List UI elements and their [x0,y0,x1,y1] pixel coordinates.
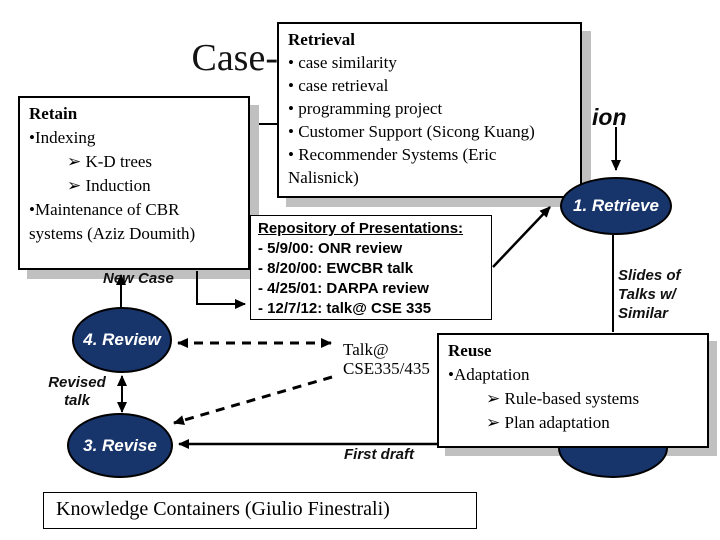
retain-box: Retain •Indexing ➢ K-D trees ➢ Induction… [18,96,250,270]
talk-at-cse-label: Talk@ CSE335/435 [343,340,430,378]
knowledge-containers-box: Knowledge Containers (Giulio Finestrali) [43,492,477,529]
repository-line-ewcbr: - 8/20/00: EWCBR talk [258,260,414,277]
review-ellipse-label: 4. Review [83,330,161,349]
revised-talk-label: Revised talk [48,374,106,409]
retrieve-ellipse: 1. Retrieve [560,177,672,235]
retrieval-line-customer-support: • Customer Support (Sicong Kuang) [288,122,535,141]
retain-heading: Retain [29,104,78,123]
repository-box: Repository of Presentations: - 5/9/00: O… [250,215,492,320]
new-case-label: New Case [103,270,174,287]
overlapped-text-fragment: ion [592,104,627,130]
retain-line-indexing: •Indexing [29,128,96,147]
repository-line-darpa: - 4/25/01: DARPA review [258,280,429,297]
retrieval-line-retrieval: • case retrieval [288,76,389,95]
retain-line-maintenance: •Maintenance of CBR systems (Aziz Doumit… [29,200,196,243]
first-draft-label: First draft [344,446,415,463]
revise-ellipse: 3. Revise [67,413,173,478]
reuse-line-rulebased: ➢ Rule-based systems [486,389,640,408]
reuse-line-planadaptation: ➢ Plan adaptation [486,413,610,432]
retrieval-line-similarity: • case similarity [288,53,397,72]
reuse-heading: Reuse [448,341,492,360]
retrieve-ellipse-label: 1. Retrieve [573,196,659,215]
retrieval-line-recommender: • Recommender Systems (Eric Nalisnick) [288,145,497,187]
slide-title-fragment: Case- [191,37,278,79]
slides-of-talks-label: Slides of Talks w/ Similar [618,267,681,322]
retrieval-line-project: • programming project [288,99,443,118]
repository-line-cse335: - 12/7/12: talk@ CSE 335 [258,300,432,317]
retrieval-heading: Retrieval [288,30,356,49]
retrieval-box: Retrieval • case similarity • case retri… [277,22,582,198]
review-ellipse: 4. Review [72,307,172,373]
retain-line-induction: ➢ Induction [67,176,151,195]
knowledge-containers-text: Knowledge Containers (Giulio Finestrali) [56,498,390,520]
repository-line-onr: - 5/9/00: ONR review [258,240,403,257]
revise-ellipse-label: 3. Revise [83,435,157,455]
reuse-box: Reuse •Adaptation ➢ Rule-based systems ➢… [437,333,709,448]
retain-line-kdtrees: ➢ K-D trees [67,152,153,171]
repository-heading: Repository of Presentations: [258,220,464,237]
reuse-line-adaptation: •Adaptation [448,365,530,384]
